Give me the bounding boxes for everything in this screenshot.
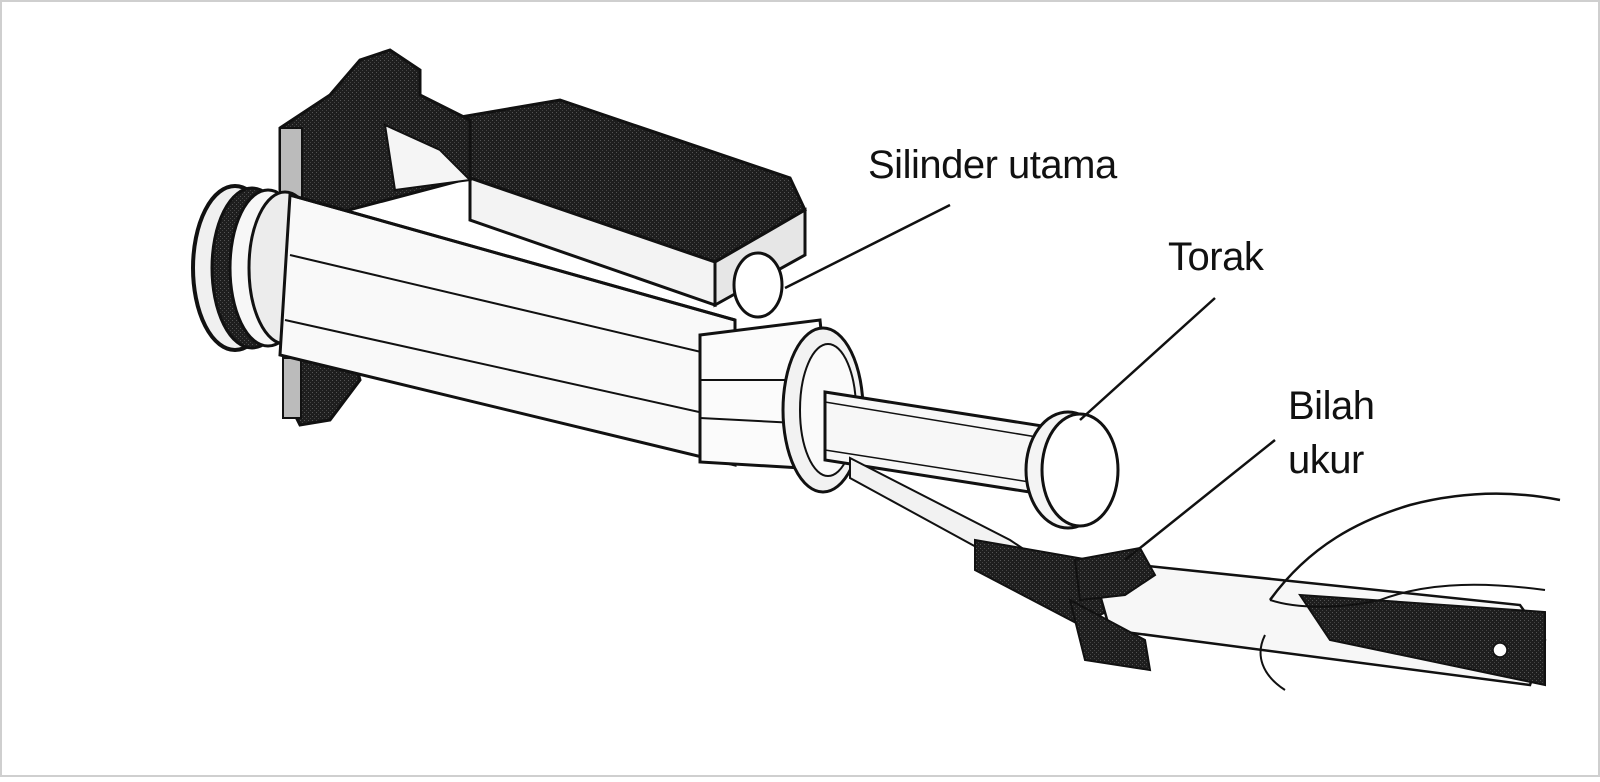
label-feeler-gauge-line1: Bilah [1288, 384, 1375, 428]
label-master-cylinder: Silinder utama [868, 143, 1117, 187]
label-piston: Torak [1168, 235, 1264, 279]
leader-lines [784, 203, 1276, 561]
leader-line-piston [1079, 297, 1216, 421]
reservoir-block [453, 98, 807, 319]
front-collar [698, 318, 865, 494]
leader-line-master-cylinder [784, 203, 951, 290]
label-feeler-gauge-line2: ukur [1288, 438, 1364, 482]
piston-assembly [823, 390, 1120, 530]
feeler-gauge [849, 456, 1547, 687]
hand-outline [1259, 492, 1561, 691]
leader-line-feeler-gauge [1124, 439, 1276, 561]
